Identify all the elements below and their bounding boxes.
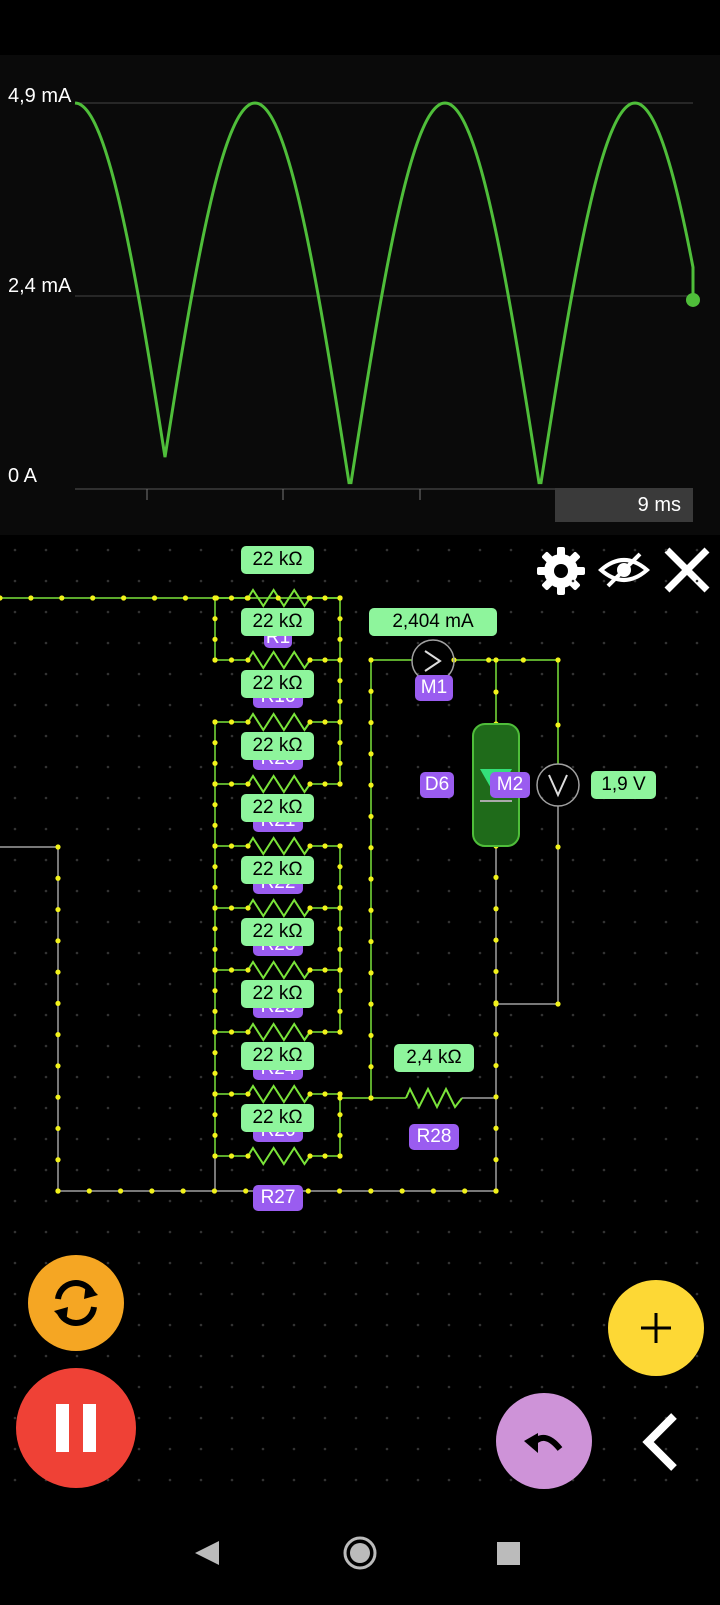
resistor-value-label: 22 kΩ [241, 1104, 314, 1132]
ammeter-reading: 2,404 mA [369, 608, 497, 636]
r28-zigzag[interactable] [405, 1086, 463, 1110]
resistor-zigzag[interactable] [247, 712, 311, 732]
y-label-zero: 0 A [8, 465, 37, 487]
voltmeter-symbol[interactable] [536, 763, 580, 807]
y-label-max: 4,9 mA [8, 85, 72, 107]
pause-button[interactable] [16, 1368, 136, 1488]
chevron-left-icon[interactable] [640, 1412, 682, 1472]
resistor-zigzag[interactable] [247, 650, 311, 670]
sync-icon [54, 1280, 98, 1326]
diode-tag[interactable]: D6 [420, 772, 454, 798]
voltmeter-tag[interactable]: M2 [490, 772, 530, 798]
ammeter-tag[interactable]: M1 [415, 675, 453, 701]
resistor-zigzag[interactable] [247, 1084, 311, 1104]
resistor-zigzag[interactable] [247, 1022, 311, 1042]
r28-value: 2,4 kΩ [394, 1044, 474, 1072]
resistor-value-label: 22 kΩ [241, 856, 314, 884]
nav-back-icon[interactable] [195, 1541, 219, 1565]
graph-svg [74, 101, 700, 500]
undo-icon [524, 1433, 563, 1453]
nav-recents-icon[interactable] [497, 1542, 520, 1565]
nav-home-icon[interactable] [343, 1536, 377, 1570]
resistor-zigzag[interactable] [247, 836, 311, 856]
voltmeter-reading: 1,9 V [591, 771, 656, 799]
resistor-value-label: 22 kΩ [241, 546, 314, 574]
circuit-wiring [0, 535, 720, 1535]
resistor-zigzag[interactable] [247, 960, 311, 980]
resistor-zigzag[interactable] [247, 1146, 311, 1166]
r28-tag[interactable]: R28 [409, 1124, 459, 1150]
plus-icon [641, 1313, 671, 1343]
resistor-value-label: 22 kΩ [241, 732, 314, 760]
current-trace [74, 101, 695, 485]
time-window-label: 9 ms [555, 488, 693, 522]
resistor-value-label: 22 kΩ [241, 670, 314, 698]
reset-button[interactable] [28, 1255, 124, 1351]
current-graph: 4,9 mA 2,4 mA 0 A 9 ms [0, 55, 720, 535]
resistor-zigzag[interactable] [247, 898, 311, 918]
resistor-value-label: 22 kΩ [241, 794, 314, 822]
undo-button[interactable] [496, 1393, 592, 1489]
y-label-mid: 2,4 mA [8, 275, 72, 297]
resistor-tag[interactable]: R27 [253, 1185, 303, 1211]
trace-endpoint [686, 292, 700, 307]
resistor-value-label: 22 kΩ [241, 608, 314, 636]
resistor-zigzag[interactable] [247, 774, 311, 794]
resistor-value-label: 22 kΩ [241, 918, 314, 946]
pause-icon [56, 1404, 96, 1452]
resistor-value-label: 22 kΩ [241, 1042, 314, 1070]
system-nav-bar [0, 1505, 720, 1600]
add-button[interactable] [608, 1280, 704, 1376]
resistor-value-label: 22 kΩ [241, 980, 314, 1008]
